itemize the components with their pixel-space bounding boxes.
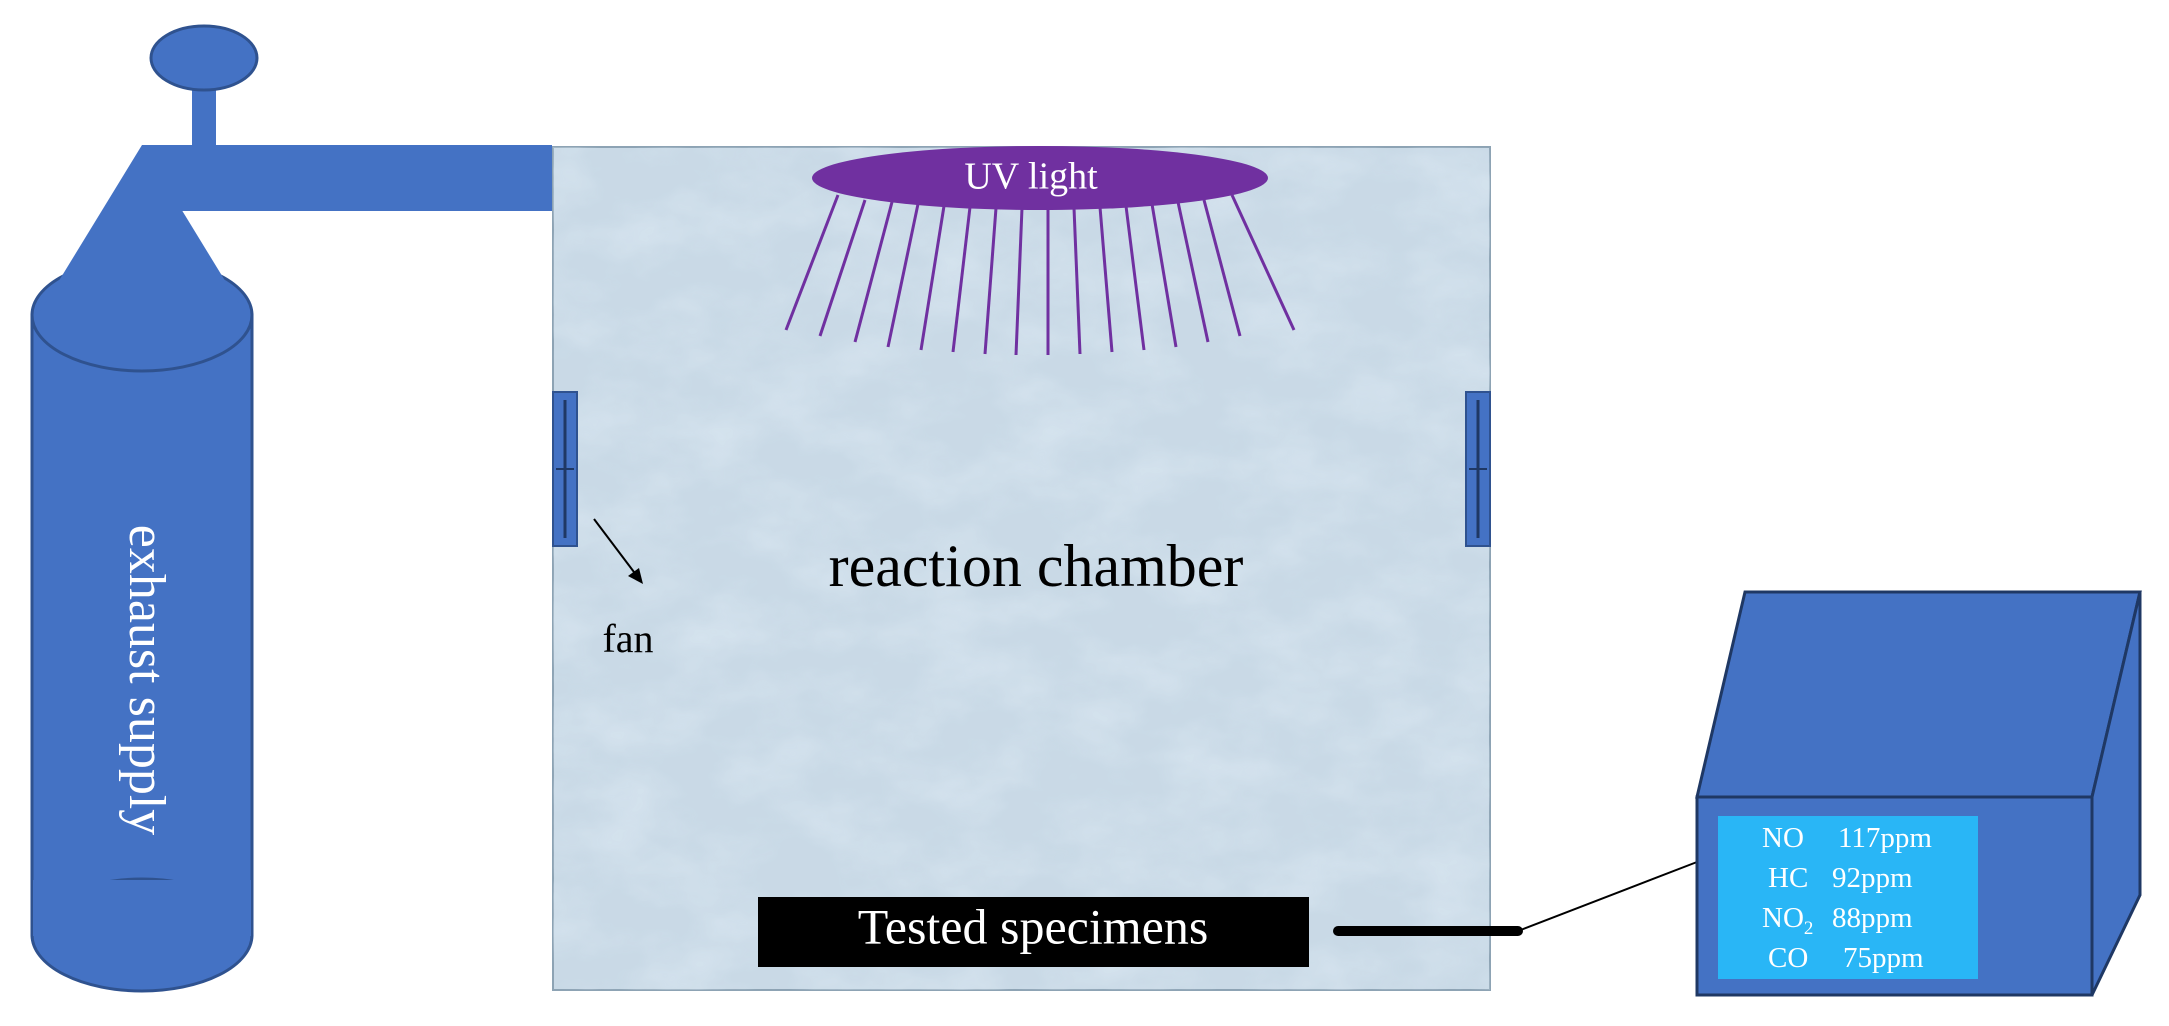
reading-hc: HC 92ppm — [1768, 862, 1913, 894]
specimen-block — [758, 897, 1309, 967]
uv-light — [784, 146, 1296, 356]
uv-rays — [784, 194, 1296, 356]
specimen-label: Tested specimens — [858, 898, 1209, 954]
reading-co: CO 75ppm — [1768, 942, 1924, 974]
reading-no2: NO2 88ppm — [1762, 902, 1913, 941]
chamber-label: reaction chamber — [829, 533, 1244, 599]
analyzer-screen — [1718, 816, 1978, 979]
sensor-probe — [1333, 861, 1698, 936]
uv-light-label: UV light — [964, 156, 1098, 198]
fan-right — [1465, 391, 1491, 547]
exhaust-supply-cylinder — [30, 24, 552, 993]
analyzer-readings: NO 117ppm HC 92ppm NO2 88ppm CO 75ppm — [1762, 822, 1932, 974]
fan-label: fan — [602, 616, 653, 661]
fan-left — [552, 391, 578, 547]
reaction-chamber — [552, 146, 1491, 991]
reading-no: NO 117ppm — [1762, 822, 1932, 854]
gas-analyzer — [1695, 590, 2142, 997]
cylinder-label: exhaust supply — [118, 525, 175, 836]
fan-arrow — [593, 518, 643, 584]
